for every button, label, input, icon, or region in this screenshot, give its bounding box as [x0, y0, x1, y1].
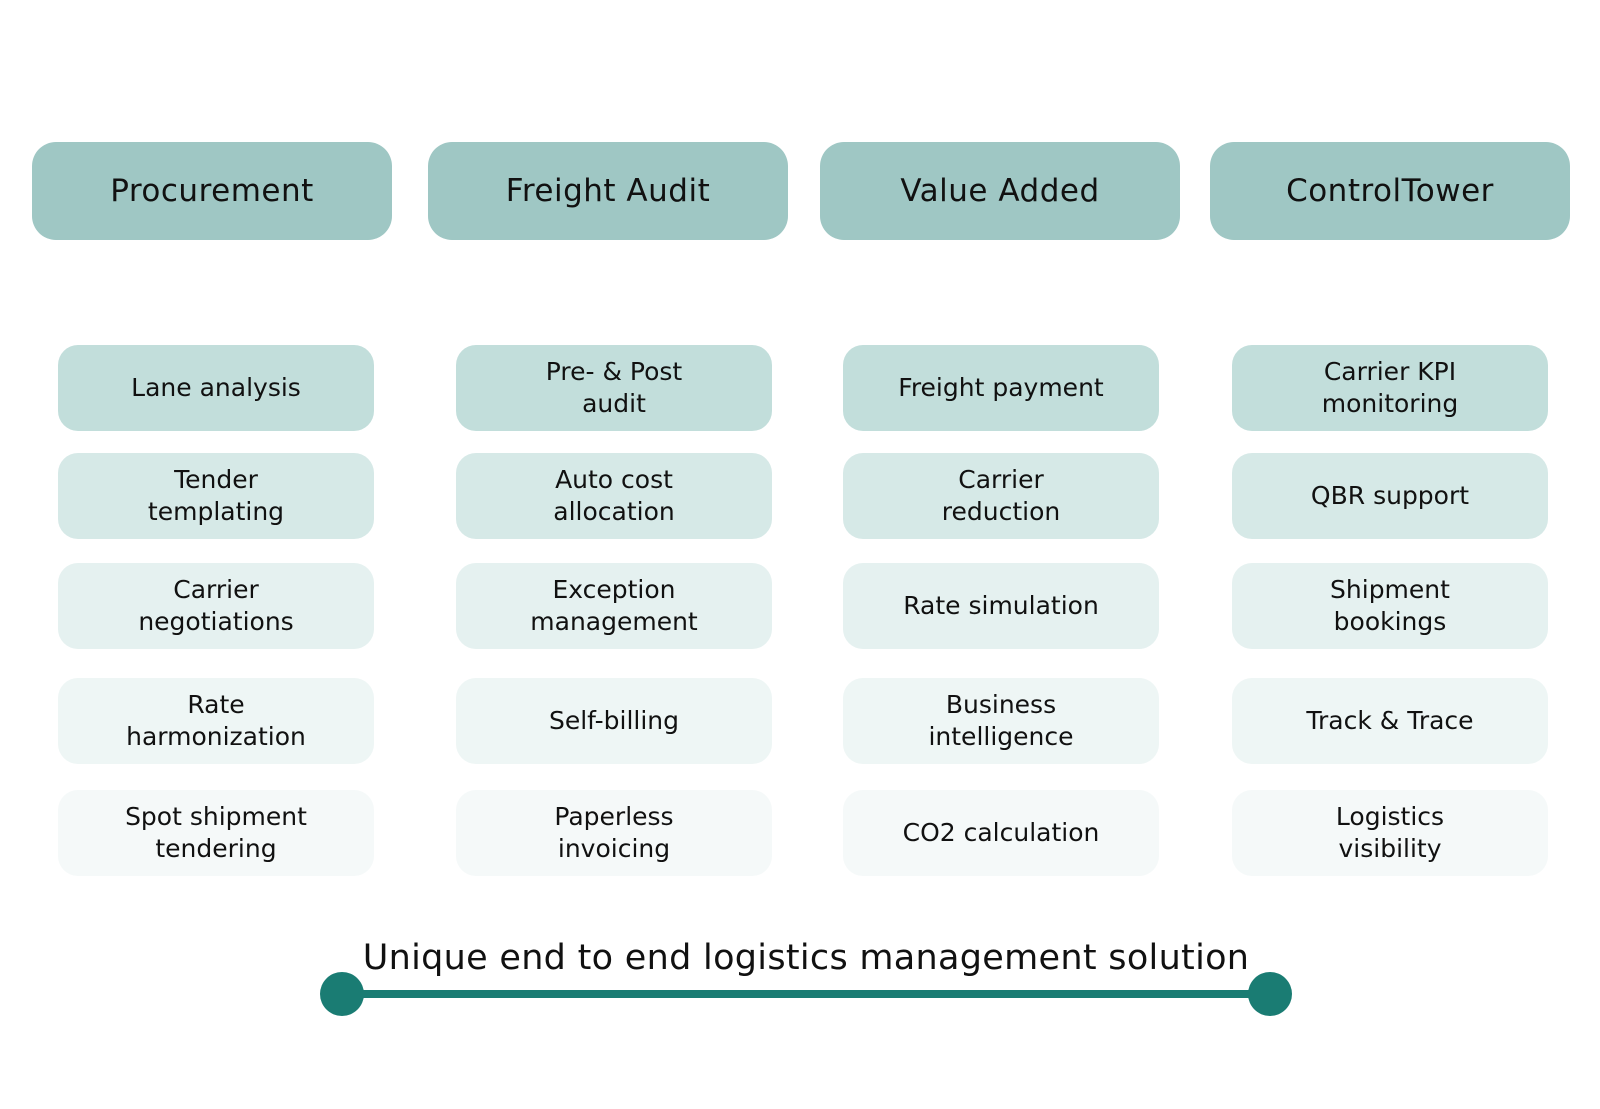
feature-freight-payment: Freight payment — [843, 345, 1159, 431]
feature-rate-simulation: Rate simulation — [843, 563, 1159, 649]
feature-pre-post-audit: Pre- & Post audit — [456, 345, 772, 431]
feature-lane-analysis: Lane analysis — [58, 345, 374, 431]
feature-rate-harmonization: Rate harmonization — [58, 678, 374, 764]
timeline-line — [342, 990, 1270, 998]
timeline-start-dot — [320, 972, 364, 1016]
feature-qbr-support: QBR support — [1232, 453, 1548, 539]
feature-track-and-trace: Track & Trace — [1232, 678, 1548, 764]
column-header-procurement: Procurement — [32, 142, 392, 240]
feature-logistics-visibility: Logistics visibility — [1232, 790, 1548, 876]
column-header-controltower: ControlTower — [1210, 142, 1570, 240]
feature-shipment-bookings: Shipment bookings — [1232, 563, 1548, 649]
timeline-end-dot — [1248, 972, 1292, 1016]
column-header-freight-audit: Freight Audit — [428, 142, 788, 240]
feature-spot-shipment-tendering: Spot shipment tendering — [58, 790, 374, 876]
feature-co2-calculation: CO2 calculation — [843, 790, 1159, 876]
footer-caption: Unique end to end logistics management s… — [362, 938, 1250, 978]
header-row: Procurement Freight Audit Value Added Co… — [0, 142, 1600, 242]
footer-timeline: Unique end to end logistics management s… — [320, 932, 1292, 1042]
feature-self-billing: Self-billing — [456, 678, 772, 764]
feature-paperless-invoicing: Paperless invoicing — [456, 790, 772, 876]
feature-tender-templating: Tender templating — [58, 453, 374, 539]
feature-business-intelligence: Business intelligence — [843, 678, 1159, 764]
feature-carrier-kpi-monitoring: Carrier KPI monitoring — [1232, 345, 1548, 431]
feature-exception-management: Exception management — [456, 563, 772, 649]
column-header-value-added: Value Added — [820, 142, 1180, 240]
feature-carrier-reduction: Carrier reduction — [843, 453, 1159, 539]
feature-auto-cost-allocation: Auto cost allocation — [456, 453, 772, 539]
feature-carrier-negotiations: Carrier negotiations — [58, 563, 374, 649]
